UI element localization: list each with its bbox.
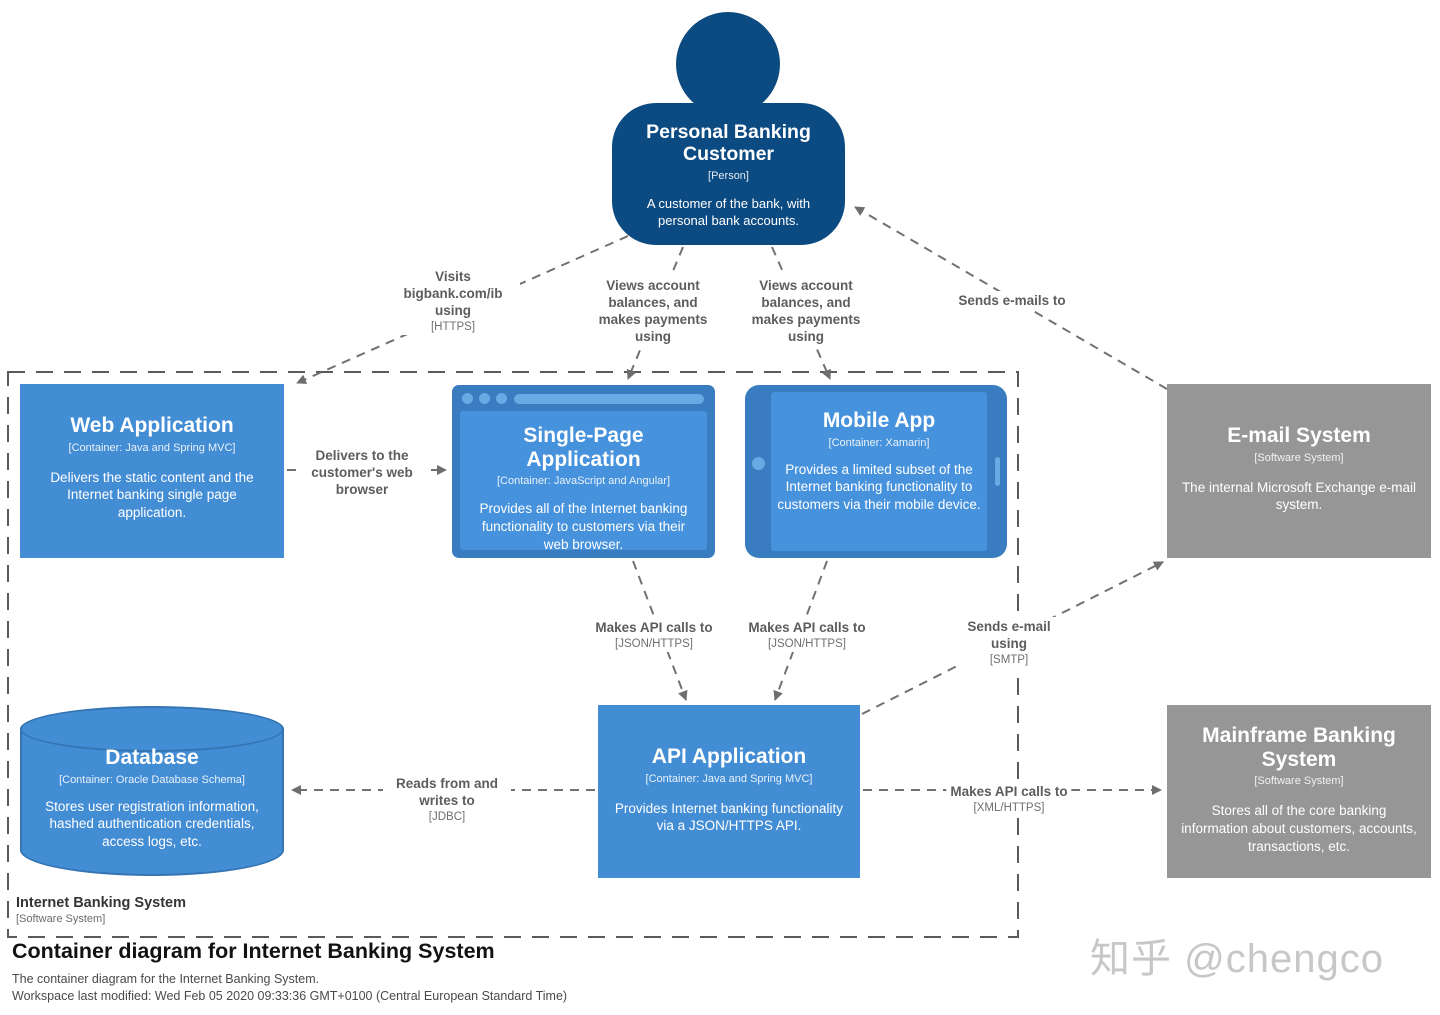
node-desc: Delivers the static content and the Inte… <box>50 469 254 521</box>
edge-label-sends-emails: Sends e-mails to <box>954 291 1070 310</box>
node-mobile-app[interactable]: Mobile App [Container: Xamarin] Provides… <box>745 385 1007 558</box>
node-title: Mobile App <box>822 409 936 432</box>
mobile-screen: Mobile App [Container: Xamarin] Provides… <box>771 392 987 551</box>
diagram-footer: Container diagram for Internet Banking S… <box>12 939 567 1006</box>
database-text: Database [Container: Oracle Database Sch… <box>20 746 284 851</box>
watermark: 知乎 @chengco <box>1090 937 1384 981</box>
node-desc: A customer of the bank, with personal ba… <box>646 195 811 228</box>
browser-content: Single-Page Application [Container: Java… <box>460 411 707 552</box>
node-database[interactable]: Database [Container: Oracle Database Sch… <box>20 706 284 876</box>
edge-label-tech: [JDBC] <box>428 811 466 823</box>
node-desc: Provides all of the Internet banking fun… <box>479 501 688 552</box>
node-title: E-mail System <box>1227 424 1371 447</box>
edge-label-mobile-api: Makes API calls to [JSON/HTTPS] <box>744 618 870 653</box>
diagram-subtitle: The container diagram for the Internet B… <box>12 972 320 986</box>
edge-label-text: Makes API calls to <box>950 784 1068 799</box>
node-meta: [Software System] <box>1254 451 1344 464</box>
edge-label-jdbc: Reads from and writes to [JDBC] <box>383 774 511 826</box>
node-meta: [Software System] <box>1254 775 1344 788</box>
edge-label-views-spa: Views account balances, and makes paymen… <box>582 276 724 346</box>
boundary-label: Internet Banking System [Software System… <box>16 895 186 925</box>
edge-label-text: Reads from and writes to <box>395 776 499 808</box>
node-desc: Provides Internet banking functionality … <box>614 800 844 834</box>
node-title: Mainframe Banking System <box>1202 724 1396 771</box>
edge-label-text: Visits bigbank.com/ib using <box>403 269 503 318</box>
node-meta: [Container: JavaScript and Angular] <box>496 475 671 488</box>
edge-label-tech: [HTTPS] <box>430 321 476 333</box>
node-title: API Application <box>651 745 807 768</box>
node-meta: [Person] <box>708 169 749 182</box>
edge-label-text: Sends e-mails to <box>958 293 1066 308</box>
node-title: Database <box>105 746 199 769</box>
edge-label-spa-api: Makes API calls to [JSON/HTTPS] <box>591 618 717 653</box>
node-mainframe-banking-system[interactable]: Mainframe Banking System [Software Syste… <box>1167 705 1431 878</box>
edge-label-xml: Makes API calls to [XML/HTTPS] <box>946 782 1072 817</box>
node-desc: The internal Microsoft Exchange e-mail s… <box>1181 479 1417 513</box>
node-title: Single-Page Application <box>523 424 644 471</box>
node-desc: Stores user registration information, ha… <box>45 798 259 850</box>
edge-label-tech: [JSON/HTTPS] <box>615 638 693 650</box>
node-desc: Stores all of the core banking informati… <box>1181 803 1417 854</box>
edge-label-text: Views account balances, and makes paymen… <box>598 278 708 344</box>
browser-address-bar-icon <box>514 394 704 404</box>
edge-mobile-api <box>773 560 828 701</box>
edge-label-text: Delivers to the customer's web browser <box>311 448 413 497</box>
edge-label-text: Sends e-mail using <box>967 619 1051 651</box>
edge-label-text: Makes API calls to <box>748 620 866 635</box>
edge-label-delivers: Delivers to the customer's web browser <box>298 446 426 499</box>
database-cylinder-top-icon <box>20 706 284 752</box>
edge-label-views-mobile: Views account balances, and makes paymen… <box>735 276 877 346</box>
edge-label-tech: [SMTP] <box>989 654 1029 666</box>
edge-label-text: Views account balances, and makes paymen… <box>751 278 861 344</box>
browser-dot-icon <box>462 393 473 404</box>
mobile-button-icon <box>752 457 765 470</box>
node-meta: [Container: Xamarin] <box>828 436 930 449</box>
browser-dot-icon <box>496 393 507 404</box>
edge-label-tech: [XML/HTTPS] <box>973 802 1045 814</box>
diagram-last-modified: Workspace last modified: Wed Feb 05 2020… <box>12 989 568 1004</box>
edge-label-text: Makes API calls to <box>595 620 713 635</box>
node-web-application[interactable]: Web Application [Container: Java and Spr… <box>20 384 284 558</box>
edge-label-tech: [JSON/HTTPS] <box>768 638 846 650</box>
browser-dot-icon <box>479 393 490 404</box>
node-meta: [Container: Oracle Database Schema] <box>59 773 245 786</box>
edge-label-smtp: Sends e-mail using [SMTP] <box>956 617 1062 669</box>
node-meta: [Container: Java and Spring MVC] <box>645 772 813 785</box>
node-email-system[interactable]: E-mail System [Software System] The inte… <box>1167 384 1431 558</box>
mobile-speaker-icon <box>995 457 1000 486</box>
node-personal-banking-customer[interactable]: Personal Banking Customer [Person] A cus… <box>612 103 845 245</box>
person-head-icon <box>676 12 780 116</box>
boundary-name: Internet Banking System <box>16 895 187 911</box>
node-desc: Provides a limited subset of the Interne… <box>777 461 981 513</box>
node-single-page-application[interactable]: Single-Page Application [Container: Java… <box>452 385 715 558</box>
node-meta: [Container: Java and Spring MVC] <box>68 441 236 454</box>
node-api-application[interactable]: API Application [Container: Java and Spr… <box>598 705 860 878</box>
node-title: Web Application <box>70 414 234 437</box>
edge-spa-api <box>632 560 688 701</box>
boundary-meta: [Software System] <box>16 913 106 925</box>
database-cylinder-icon <box>20 729 284 876</box>
node-title: Personal Banking Customer <box>646 121 811 165</box>
diagram-title: Container diagram for Internet Banking S… <box>12 939 495 963</box>
edge-label-visits: Visits bigbank.com/ib using [HTTPS] <box>386 267 520 336</box>
